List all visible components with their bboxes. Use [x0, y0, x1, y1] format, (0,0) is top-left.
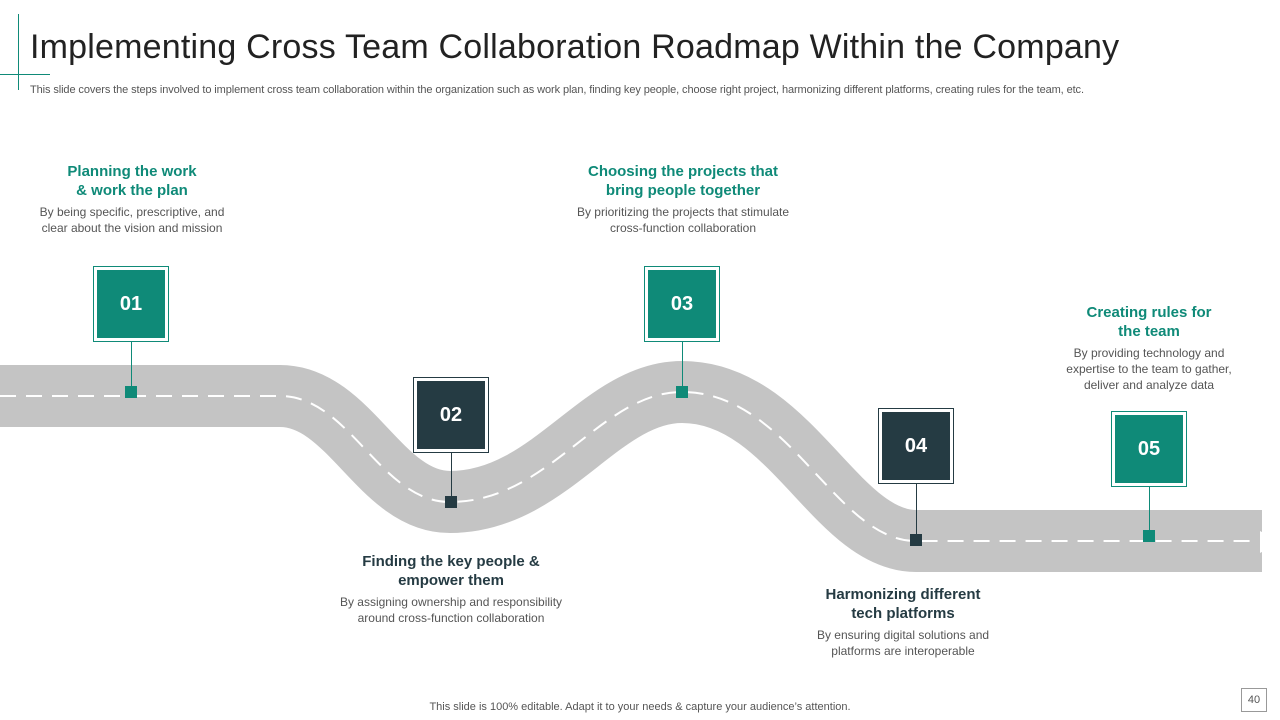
step-04-number: 04	[882, 412, 950, 480]
step-05-connector	[1149, 487, 1150, 530]
step-01-number: 01	[97, 270, 165, 338]
step-05-marker	[1143, 530, 1155, 542]
step-02-heading: Finding the key people & empower them	[362, 553, 540, 589]
step-05-description: By providing technology and expertise to…	[1066, 346, 1232, 392]
step-02-badge: 02	[413, 377, 489, 453]
step-02-number: 02	[417, 381, 485, 449]
step-05-heading: Creating rules for the team	[1086, 304, 1212, 340]
step-01-description: By being specific, prescriptive, and cle…	[39, 205, 225, 235]
step-04-connector	[916, 484, 917, 534]
step-04-heading: Harmonizing different tech platforms	[825, 586, 981, 622]
step-01-marker	[125, 386, 137, 398]
step-05-badge: 05	[1111, 411, 1187, 487]
step-02-description: By assigning ownership and responsibilit…	[339, 595, 563, 625]
step-01-text: Planning the work & work the plan By bei…	[2, 162, 262, 236]
step-03-marker	[676, 386, 688, 398]
step-04-text: Harmonizing different tech platforms By …	[773, 585, 1033, 659]
page-subtitle: This slide covers the steps involved to …	[30, 84, 1084, 96]
step-04-description: By ensuring digital solutions and platfo…	[816, 628, 990, 658]
step-01-badge: 01	[93, 266, 169, 342]
accent-vertical-line	[18, 14, 19, 90]
step-03-number: 03	[648, 270, 716, 338]
page-title: Implementing Cross Team Collaboration Ro…	[30, 28, 1120, 66]
step-02-marker	[445, 496, 457, 508]
step-01-connector	[131, 342, 132, 386]
road-arrow-head	[1260, 531, 1280, 553]
step-03-connector	[682, 342, 683, 386]
step-04-marker	[910, 534, 922, 546]
page-number: 40	[1241, 688, 1267, 712]
step-03-description: By prioritizing the projects that stimul…	[576, 205, 790, 235]
step-03-text: Choosing the projects that bring people …	[553, 162, 813, 236]
road-surface	[0, 361, 1262, 572]
step-02-connector	[451, 453, 452, 496]
step-04-badge: 04	[878, 408, 954, 484]
accent-horizontal-line	[0, 74, 50, 75]
step-03-badge: 03	[644, 266, 720, 342]
road-center-dash	[0, 390, 1258, 542]
step-05-text: Creating rules for the team By providing…	[1019, 303, 1279, 393]
step-01-heading: Planning the work & work the plan	[67, 163, 197, 199]
step-03-heading: Choosing the projects that bring people …	[587, 163, 778, 199]
step-02-text: Finding the key people & empower them By…	[321, 552, 581, 626]
step-05-number: 05	[1115, 415, 1183, 483]
footer-note: This slide is 100% editable. Adapt it to…	[429, 701, 851, 713]
